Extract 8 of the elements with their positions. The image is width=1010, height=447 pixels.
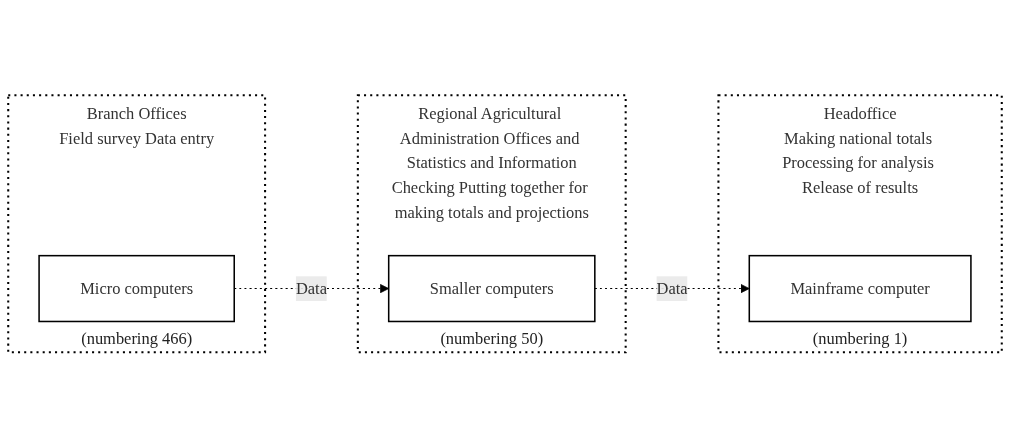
node-caption: (numbering 50) <box>440 328 544 348</box>
node-caption: (numbering 1) <box>812 328 908 348</box>
edge-label: Data <box>656 279 688 297</box>
node-box: Mainframe computer <box>748 254 972 322</box>
node-caption: (numbering 466) <box>81 328 193 348</box>
node-box: Smaller computers <box>387 254 596 322</box>
edge-label: Data <box>295 279 327 297</box>
node-box: Micro computers <box>38 254 235 322</box>
